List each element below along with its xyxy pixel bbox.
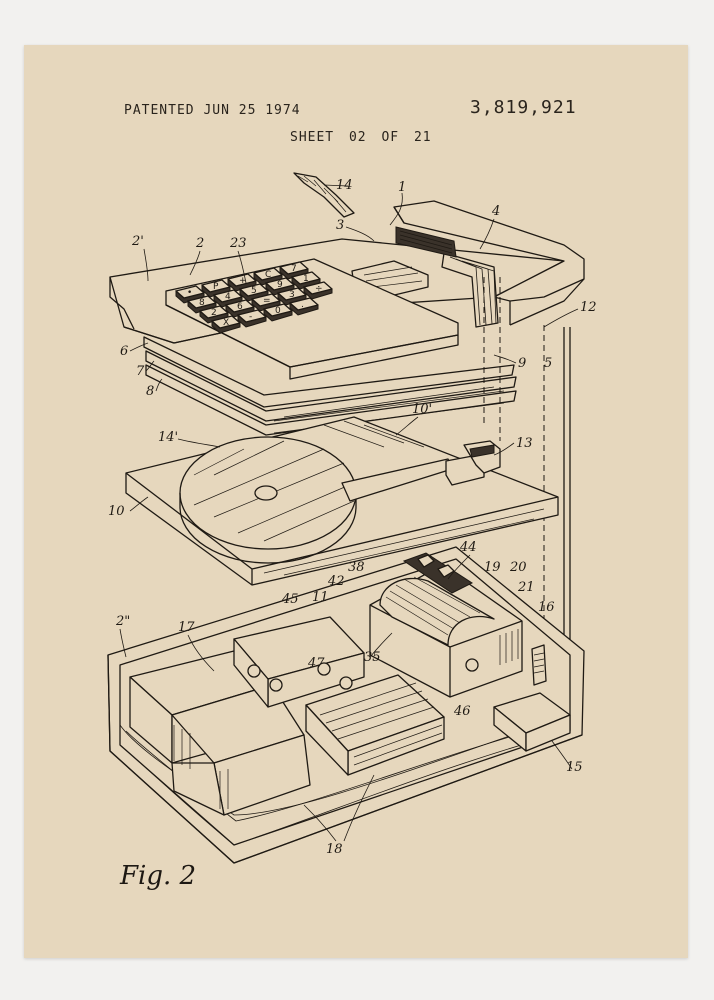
keypad-key: 3 [277, 287, 307, 306]
circuit-module [233, 616, 365, 708]
ref-2p: 2' [131, 234, 144, 249]
reference-numerals: 14 1 3 4 2' 2 23 12 6 7 8 9 5 10' 14' 13… [108, 178, 597, 857]
ref-35: 35 [364, 650, 381, 665]
membrane-board [125, 416, 559, 586]
keypad-key: 5 [239, 283, 269, 302]
patent-number: 3,819,921 [470, 97, 577, 118]
ref-44: 44 [459, 540, 477, 555]
keypad-key-label: C [265, 270, 271, 280]
keypad-key-label: 6 [237, 302, 243, 312]
keypad-keys: • P + C 7 8 4 5 9 1 2 6 = 3 ÷ X - 0. [175, 261, 333, 334]
keypad-key-label: P [213, 282, 219, 292]
ref-18: 18 [326, 842, 343, 857]
keypad-key: 9 [265, 277, 295, 296]
keypad-key-label: 1 [303, 274, 309, 284]
ref-17: 17 [178, 620, 195, 635]
keypad-key: + [227, 273, 257, 292]
patented-date: PATENTED JUN 25 1974 [124, 103, 301, 118]
keypad-key-label: 5 [251, 286, 257, 296]
keypad-key-label: X [223, 318, 229, 328]
figure-label: Fig. 2 [120, 861, 197, 891]
ref-12: 12 [580, 300, 597, 315]
keypad-key: 7 [279, 261, 309, 280]
ref-14p: 14' [158, 430, 178, 445]
keypad-key-label: - [249, 312, 252, 322]
keypad-key: - [237, 309, 267, 328]
battery-pack [129, 650, 311, 816]
ref-10p: 10' [412, 402, 432, 417]
keypad-key: 4 [213, 289, 243, 308]
leader-lines [119, 184, 579, 842]
ref-5: 5 [544, 356, 552, 371]
ref-4: 4 [491, 204, 500, 219]
keypad-key: X [211, 315, 241, 334]
ref-7: 7 [136, 364, 145, 379]
ref-47: 47 [307, 656, 325, 671]
sheet-of: OF [381, 130, 400, 145]
ref-16: 16 [538, 600, 555, 615]
sheet-word: SHEET [290, 130, 335, 145]
keypad-key-label: = [263, 296, 271, 306]
ref-8: 8 [146, 384, 154, 399]
ref-10: 10 [108, 504, 125, 519]
ref-42: 42 [327, 574, 345, 589]
keypad-key-label: 2 [211, 308, 217, 318]
keypad-key: 0 [263, 303, 293, 322]
printer-mechanism [369, 552, 523, 698]
keypad-key-label: 3 [289, 290, 295, 300]
sheet-num: 02 [348, 130, 367, 145]
patent-sheet: PATENTED JUN 25 1974 3,819,921 SHEET 02 … [24, 45, 688, 958]
sheet-total: 21 [413, 130, 432, 145]
ref-38: 38 [348, 560, 365, 575]
ref-11: 11 [312, 590, 329, 605]
ref-6: 6 [120, 344, 128, 359]
ref-15: 15 [566, 760, 583, 775]
ref-20: 20 [509, 560, 527, 575]
battery-holder [493, 644, 571, 752]
sheet-number: SHEET 02 OF 21 [290, 130, 438, 145]
ref-45: 45 [281, 592, 299, 607]
ref-1: 1 [398, 180, 406, 195]
keypad-key: 1 [291, 271, 321, 290]
keypad-key-label: + [239, 276, 247, 286]
ref-2: 2 [195, 236, 204, 251]
keypad-key-label: 0 [275, 306, 281, 316]
keypad-key-label: . [301, 300, 304, 310]
ref-2pp: 2" [115, 614, 130, 629]
keypad-key-label: 7 [291, 264, 297, 274]
ref-19: 19 [484, 560, 501, 575]
keypad-key-label: 4 [225, 292, 231, 302]
ref-21: 21 [517, 580, 535, 595]
ref-3: 3 [336, 218, 344, 233]
capacitor-block [305, 674, 445, 776]
ref-13: 13 [516, 436, 533, 451]
keypad-key-label: 8 [199, 298, 205, 308]
keypad-key-label: 9 [277, 280, 283, 290]
keypad-key-label: ÷ [315, 284, 323, 294]
keypad-key: ÷ [303, 281, 333, 300]
ref-23: 23 [229, 236, 247, 251]
keypad-key-label: • [187, 288, 192, 298]
ref-9: 9 [518, 356, 526, 371]
keypad-key: 8 [187, 295, 217, 314]
keypad-key: . [289, 297, 319, 316]
ref-46: 46 [453, 704, 471, 719]
